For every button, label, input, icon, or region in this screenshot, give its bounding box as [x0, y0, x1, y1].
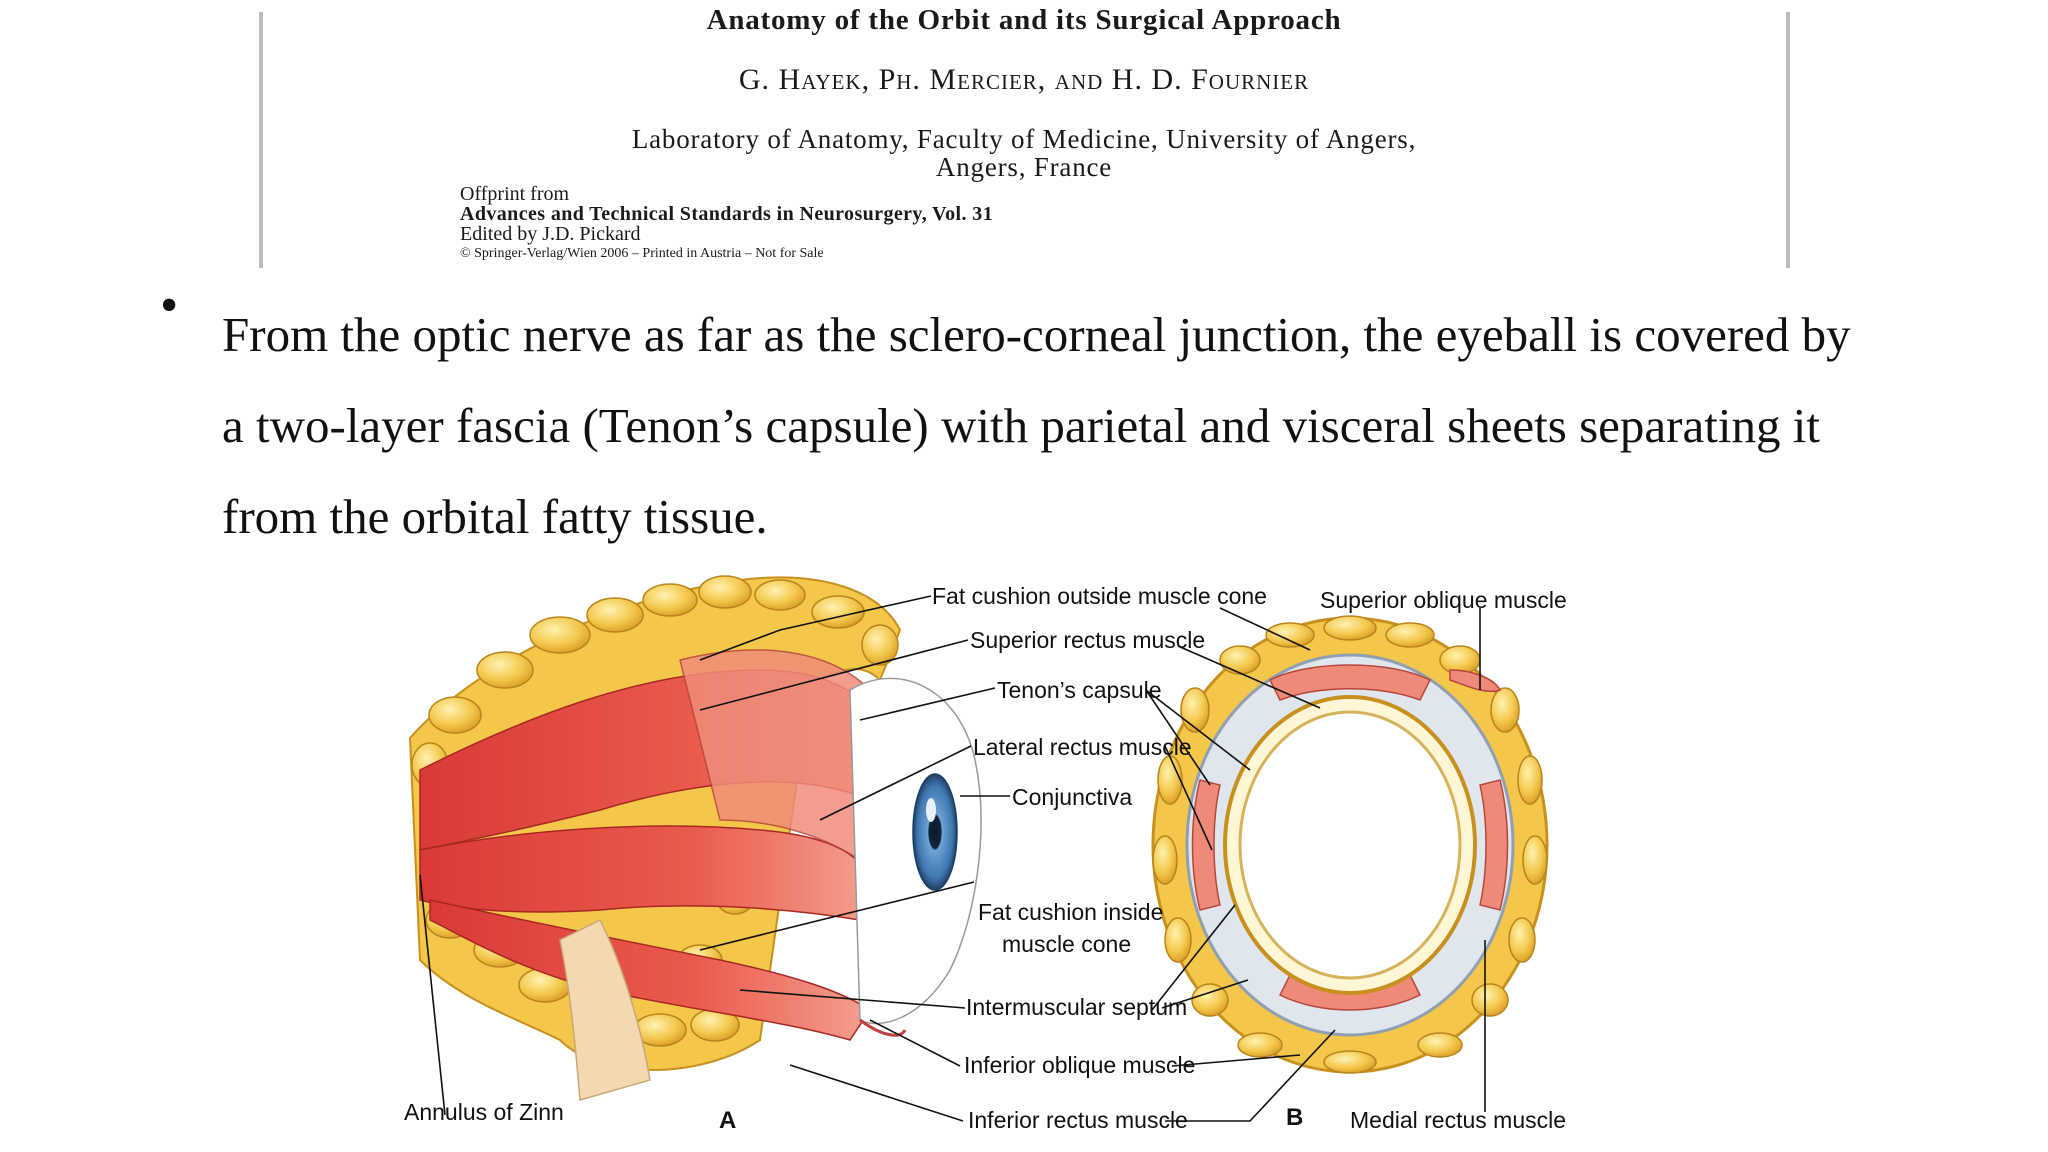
lateral-rectus-shape	[419, 825, 871, 921]
panel-b-coronal-view	[1151, 615, 1549, 1074]
paper-title: Anatomy of the Orbit and its Surgical Ap…	[706, 4, 1342, 36]
label-inferior-rectus: Inferior rectus muscle	[968, 1107, 1188, 1133]
orbit-anatomy-figure: Fat cushion outside muscle cone Superior…	[0, 520, 2048, 1152]
ring-fat-lobules	[1152, 615, 1548, 1074]
cornea-highlight	[926, 798, 936, 822]
iris-shape	[912, 773, 958, 891]
affiliation-line-2: Angers, France	[935, 152, 1113, 182]
panel-a-lateral-view	[408, 575, 982, 1101]
paper-authors: G. Hayek, Ph. Mercier, and H. D. Fournie…	[738, 63, 1310, 96]
bullet-line-3: from the orbital fatty tissue.	[222, 489, 768, 544]
offprint-notice: Offprint from Advances and Technical Sta…	[460, 184, 993, 264]
label-fat-cushion-outside: Fat cushion outside muscle cone	[932, 583, 1267, 609]
label-intermuscular-septum: Intermuscular septum	[966, 994, 1187, 1020]
label-medial-rectus: Medial rectus muscle	[1350, 1107, 1566, 1133]
label-superior-rectus: Superior rectus muscle	[970, 627, 1205, 653]
orbit-illustration: Fat cushion outside muscle cone Superior…	[404, 575, 1567, 1134]
panel-b-letter: B	[1286, 1104, 1303, 1131]
sclera-ring	[1238, 710, 1462, 980]
offprint-header: Anatomy of the Orbit and its Surgical Ap…	[0, 0, 2048, 270]
editor-line: Edited by J.D. Pickard	[460, 223, 641, 245]
panel-a-letter: A	[719, 1107, 736, 1134]
journal-name: Advances and Technical Standards in Neur…	[460, 203, 994, 225]
bullet-marker: •	[160, 277, 179, 334]
label-superior-oblique: Superior oblique muscle	[1320, 587, 1567, 613]
label-fat-cushion-inside-2: muscle cone	[1002, 931, 1131, 957]
bullet-paragraph: From the optic nerve as far as the scler…	[222, 289, 1982, 562]
lower-lid-fold	[859, 1018, 907, 1037]
bullet-line-2: a two-layer fascia (Tenon’s capsule) wit…	[222, 398, 1820, 453]
copyright-line: © Springer-Verlag/Wien 2006 – Printed in…	[460, 246, 824, 261]
header-left-rule	[259, 12, 263, 268]
inferior-oblique-tendon	[559, 918, 651, 1101]
leader-lines	[419, 595, 1486, 1122]
label-tenons-capsule: Tenon’s capsule	[997, 677, 1162, 703]
label-annulus-of-zinn: Annulus of Zinn	[404, 1099, 564, 1125]
affiliation-line-1: Laboratory of Anatomy, Faculty of Medici…	[631, 124, 1417, 154]
ring-muscles	[1191, 664, 1509, 1011]
label-conjunctiva: Conjunctiva	[1012, 784, 1132, 810]
header-right-rule	[1786, 12, 1790, 268]
bullet-line-1: From the optic nerve as far as the scler…	[222, 307, 1851, 362]
label-lateral-rectus: Lateral rectus muscle	[973, 734, 1192, 760]
offprint-from: Offprint from	[460, 183, 570, 205]
label-inferior-oblique: Inferior oblique muscle	[964, 1052, 1195, 1078]
label-fat-cushion-inside-1: Fat cushion inside	[978, 899, 1163, 925]
